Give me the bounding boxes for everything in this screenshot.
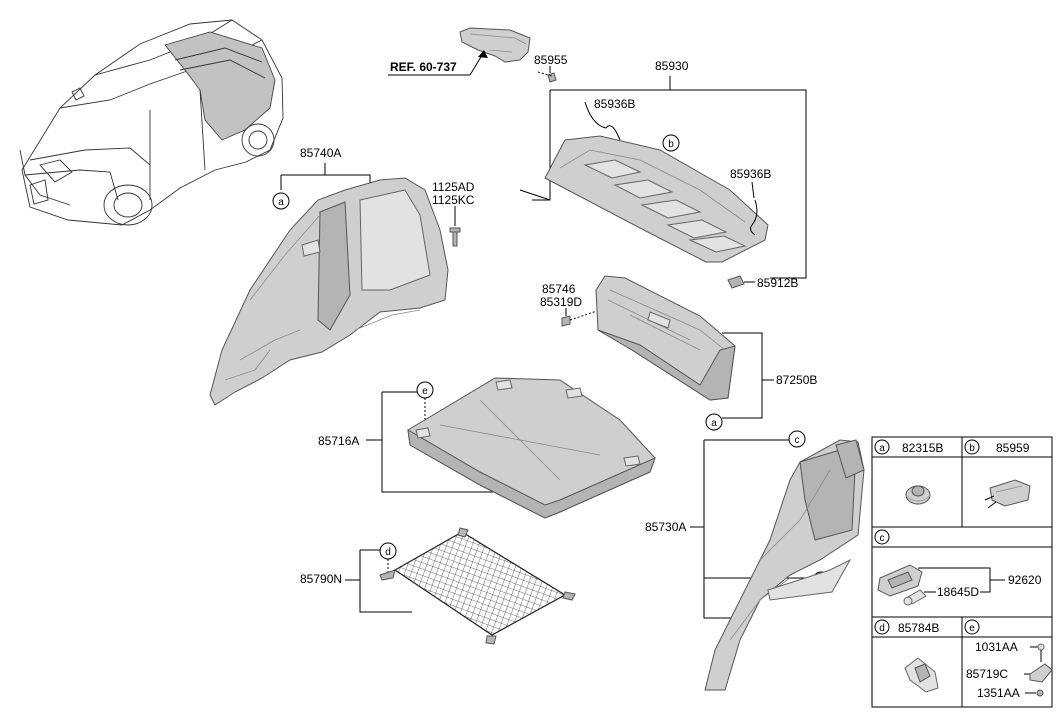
part-label-85955: 85955 bbox=[534, 53, 568, 67]
part-label-85790N: 85790N bbox=[300, 572, 342, 586]
bracket-85790N bbox=[345, 549, 412, 613]
callout-a-2 bbox=[705, 413, 723, 431]
quarter-trim-right bbox=[704, 439, 865, 691]
bracket-85930 bbox=[550, 76, 807, 279]
legend-part-85784B: 85784B bbox=[898, 621, 939, 635]
ref-label: REF. 60-737 bbox=[390, 60, 457, 74]
part-label-85730A: 85730A bbox=[645, 520, 686, 534]
part-label-85936B-top: 85936B bbox=[594, 97, 635, 111]
legend-callout-d bbox=[874, 619, 890, 635]
strap-85936B-left bbox=[584, 101, 621, 141]
callout-d-letter: d bbox=[385, 547, 391, 558]
bracket-85730A bbox=[690, 439, 812, 619]
callout-c bbox=[788, 430, 806, 448]
luggage-board bbox=[407, 377, 656, 519]
stopper-85912B-icon bbox=[727, 275, 745, 289]
legend-callout-a bbox=[874, 439, 890, 455]
part-label-85740A: 85740A bbox=[300, 146, 341, 160]
legend-part-85959: 85959 bbox=[996, 441, 1030, 455]
legend-part-92620: 92620 bbox=[1008, 573, 1042, 587]
callout-b bbox=[662, 134, 680, 152]
grommet-icon bbox=[905, 485, 931, 505]
callout-e-letter: e bbox=[422, 386, 428, 397]
legend-part-1031AA: 1031AA bbox=[975, 640, 1018, 654]
cargo-net bbox=[379, 527, 576, 645]
luggage-lamp-icon bbox=[877, 564, 923, 597]
bracket-85719C-icon bbox=[1029, 663, 1053, 683]
legend-callout-e-letter: e bbox=[969, 623, 975, 634]
legend-callout-c bbox=[874, 529, 890, 545]
bolt-1125AD-icon bbox=[452, 231, 458, 247]
part-label-85912B: 85912B bbox=[757, 276, 798, 290]
part-label-85936B-right: 85936B bbox=[730, 167, 771, 181]
part-label-85319D: 85319D bbox=[540, 295, 582, 309]
bracket-85740A bbox=[280, 163, 371, 190]
hook-icon bbox=[984, 479, 1031, 509]
vehicle-illustration bbox=[19, 19, 284, 226]
legend-part-82315B: 82315B bbox=[902, 441, 943, 455]
part-label-85930: 85930 bbox=[655, 59, 689, 73]
callout-a-1-letter: a bbox=[278, 197, 284, 208]
legend-part-85719C: 85719C bbox=[966, 667, 1008, 681]
legend-table bbox=[871, 436, 1053, 708]
callout-c-letter: c bbox=[795, 435, 800, 446]
callout-a-1 bbox=[272, 192, 290, 210]
tail-trim bbox=[595, 275, 736, 401]
bulb-icon bbox=[903, 589, 927, 606]
high-mount-lamp bbox=[459, 27, 531, 63]
part-label-87250B: 87250B bbox=[776, 373, 817, 387]
legend-callout-c-letter: c bbox=[880, 533, 885, 544]
legend-part-1351AA: 1351AA bbox=[977, 686, 1020, 700]
legend-callout-d-letter: d bbox=[879, 623, 885, 634]
legend-callout-a-letter: a bbox=[879, 443, 885, 454]
callout-b-letter: b bbox=[668, 139, 674, 150]
part-label-85716A: 85716A bbox=[318, 434, 359, 448]
part-label-1125AD: 1125AD bbox=[432, 180, 475, 194]
part-label-85746: 85746 bbox=[542, 282, 576, 296]
clip-85955-icon bbox=[547, 72, 557, 83]
screw-85746-icon bbox=[561, 315, 571, 327]
bracket-85716A bbox=[366, 391, 544, 493]
legend-callout-b-letter: b bbox=[969, 443, 975, 454]
net-hook-icon bbox=[904, 657, 939, 693]
screw-1031AA-icon bbox=[1037, 643, 1045, 662]
legend-part-18645D: 18645D bbox=[937, 585, 979, 599]
strap-85936B-right bbox=[750, 199, 758, 236]
part-label-1125KC: 1125KC bbox=[432, 193, 475, 207]
clip-1351AA-icon bbox=[1036, 689, 1044, 697]
legend-callout-b bbox=[964, 439, 980, 455]
callout-a-2-letter: a bbox=[711, 418, 717, 429]
bracket-87250B bbox=[722, 332, 763, 419]
quarter-trim-left bbox=[209, 177, 449, 406]
legend-callout-e bbox=[964, 619, 980, 635]
luggage-cover bbox=[544, 135, 769, 263]
